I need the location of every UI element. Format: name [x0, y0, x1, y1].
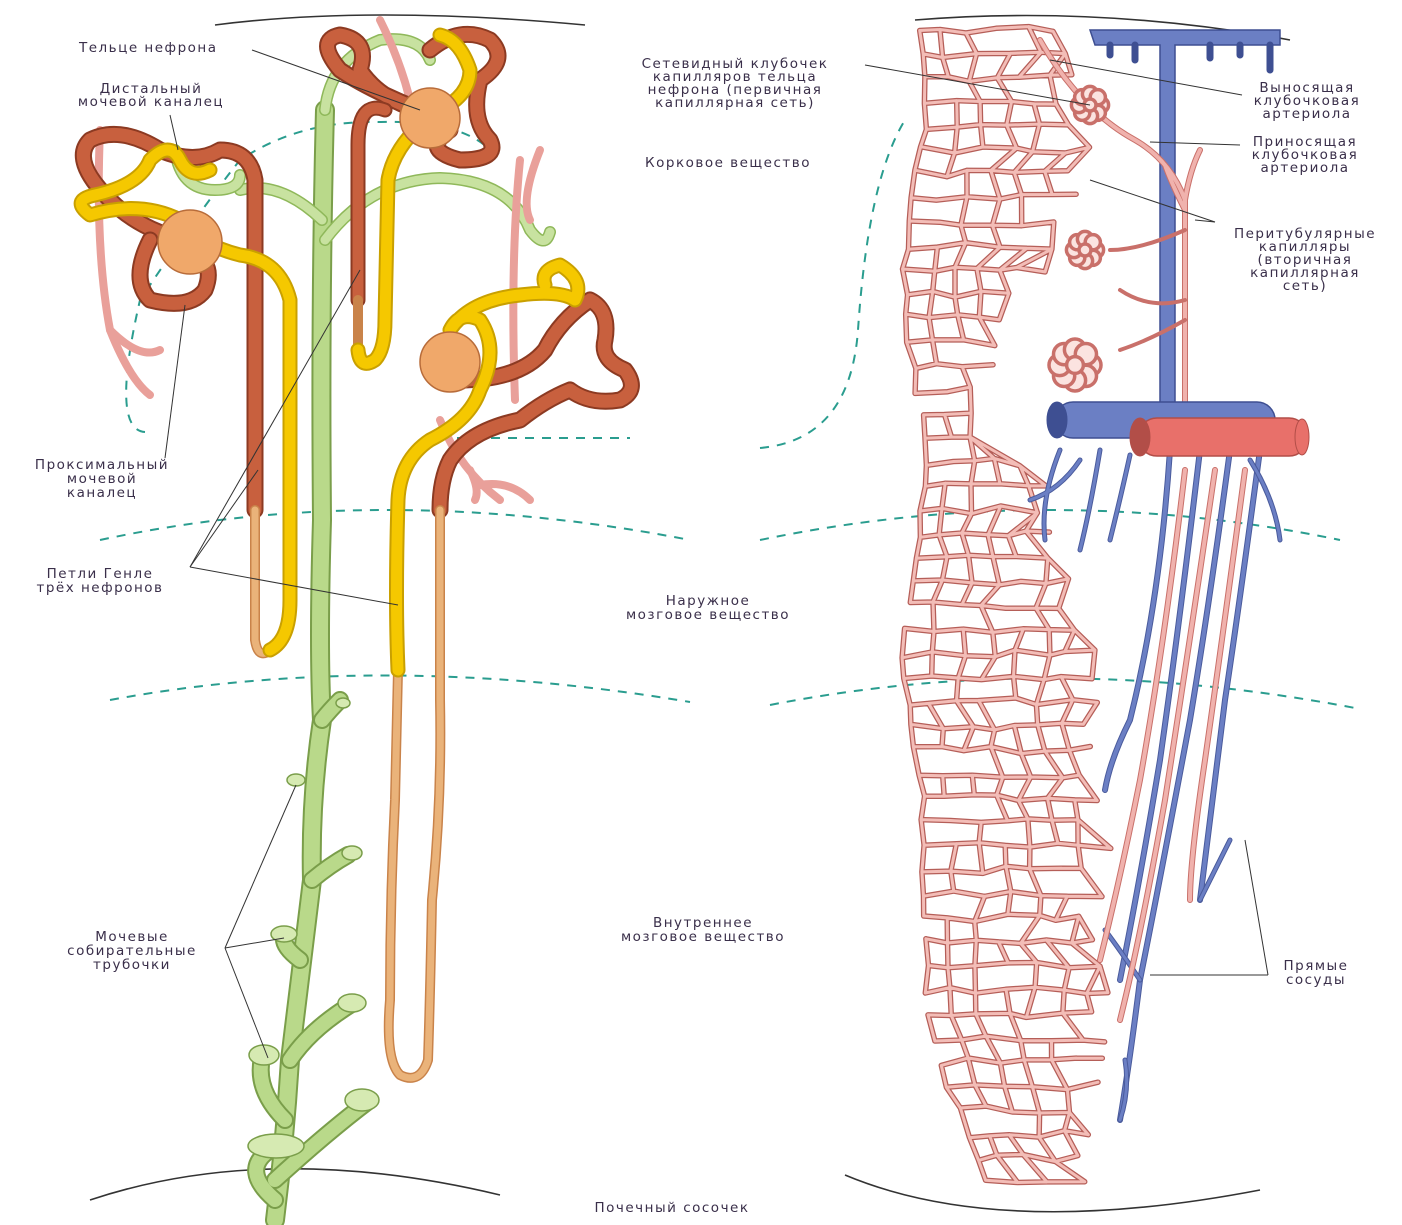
left-panel-nephrons [81, 15, 690, 1220]
glomerular-loop-center [1067, 357, 1084, 374]
glomerular-loop-center [1079, 244, 1091, 256]
cortex-top-arc-left [215, 15, 585, 25]
zone-papilla: Почечный сосочек [594, 1200, 749, 1216]
corpuscle-1 [158, 210, 222, 274]
label-henle-loops-2: трёх нефронов [36, 580, 163, 596]
zone-cortex: Корковое вещество [645, 155, 811, 171]
label-vasa-recta-2: сосуды [1286, 972, 1346, 988]
label-efferent-arteriole-3: артериола [1262, 106, 1351, 122]
right-panel-vessels [760, 16, 1355, 1212]
capillary-network [902, 27, 1111, 1183]
label-peritubular-5: сеть) [1283, 278, 1327, 294]
corpuscle-3 [420, 332, 480, 392]
glomerulus-cluster [1066, 231, 1103, 268]
label-renal-corpuscle: Тельце нефрона [78, 40, 218, 56]
corpuscle-2 [400, 88, 460, 148]
zone-inner-medulla-2: мозговое вещество [621, 929, 785, 945]
label-distal-tubule-2: мочевой каналец [78, 94, 224, 110]
arcuate-artery [1138, 418, 1308, 456]
label-proximal-tubule-3: каналец [67, 485, 137, 501]
label-afferent-arteriole-3: артериола [1260, 160, 1349, 176]
arcuate-vessels [1047, 402, 1309, 456]
label-glomerular-network-4: капиллярная сеть) [655, 95, 815, 111]
glomerulus-cluster [1049, 339, 1101, 391]
label-collecting-ducts-3: трубочки [93, 957, 171, 973]
zone-outer-medulla-2: мозговое вещество [626, 607, 790, 623]
